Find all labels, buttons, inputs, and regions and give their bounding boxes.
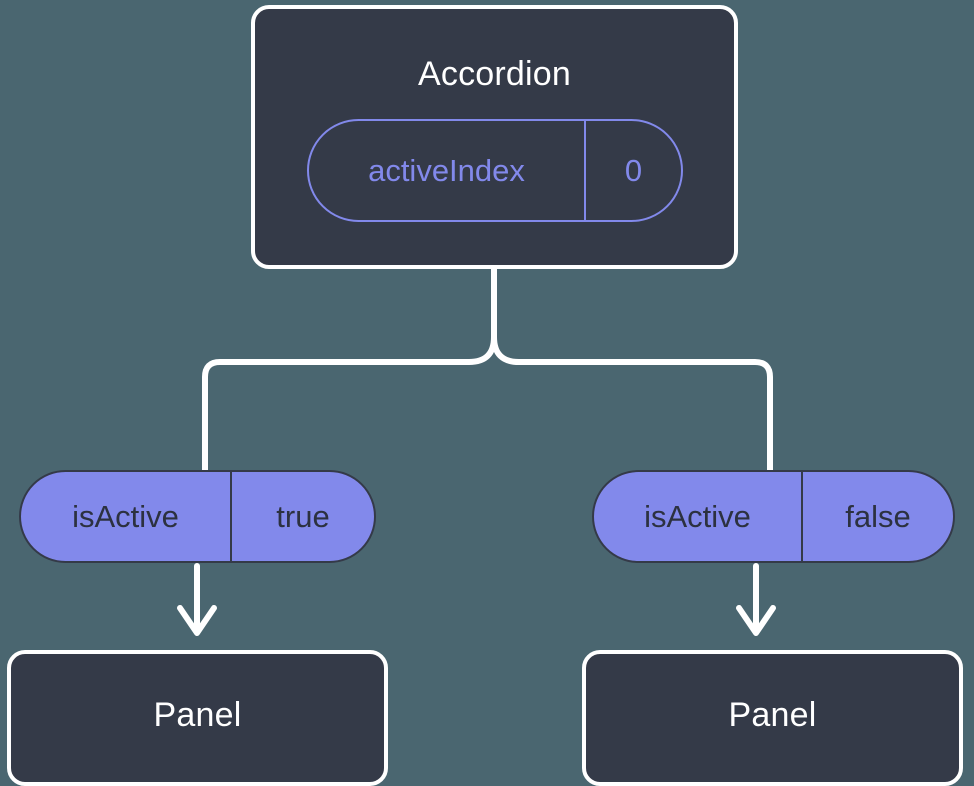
fork-connector-path-right — [491, 334, 773, 473]
prop-pill-isactive-false[interactable]: isActive false — [592, 470, 955, 563]
component-node-panel-right[interactable]: Panel — [582, 650, 963, 786]
state-pill-activeindex[interactable]: activeIndex 0 — [307, 119, 683, 222]
prop-pill-value: true — [276, 499, 330, 534]
prop-pill-isactive-true[interactable]: isActive true — [19, 470, 376, 563]
component-title: Accordion — [418, 55, 571, 93]
state-pill-key: activeIndex — [309, 121, 586, 220]
prop-pill-key: isActive — [594, 472, 803, 561]
prop-pill-key: isActive — [21, 472, 232, 561]
arrow-head-right — [736, 605, 776, 636]
component-title: Panel — [728, 696, 817, 734]
component-title: Panel — [153, 696, 242, 734]
fork-connector-path — [202, 266, 497, 473]
prop-pill-value: false — [845, 499, 911, 534]
component-node-panel-left[interactable]: Panel — [7, 650, 388, 786]
state-pill-value: 0 — [624, 153, 643, 188]
arrow-head-left — [177, 605, 217, 636]
diagram-canvas: Accordion activeIndex 0 isActive true Pa… — [7, 5, 963, 786]
